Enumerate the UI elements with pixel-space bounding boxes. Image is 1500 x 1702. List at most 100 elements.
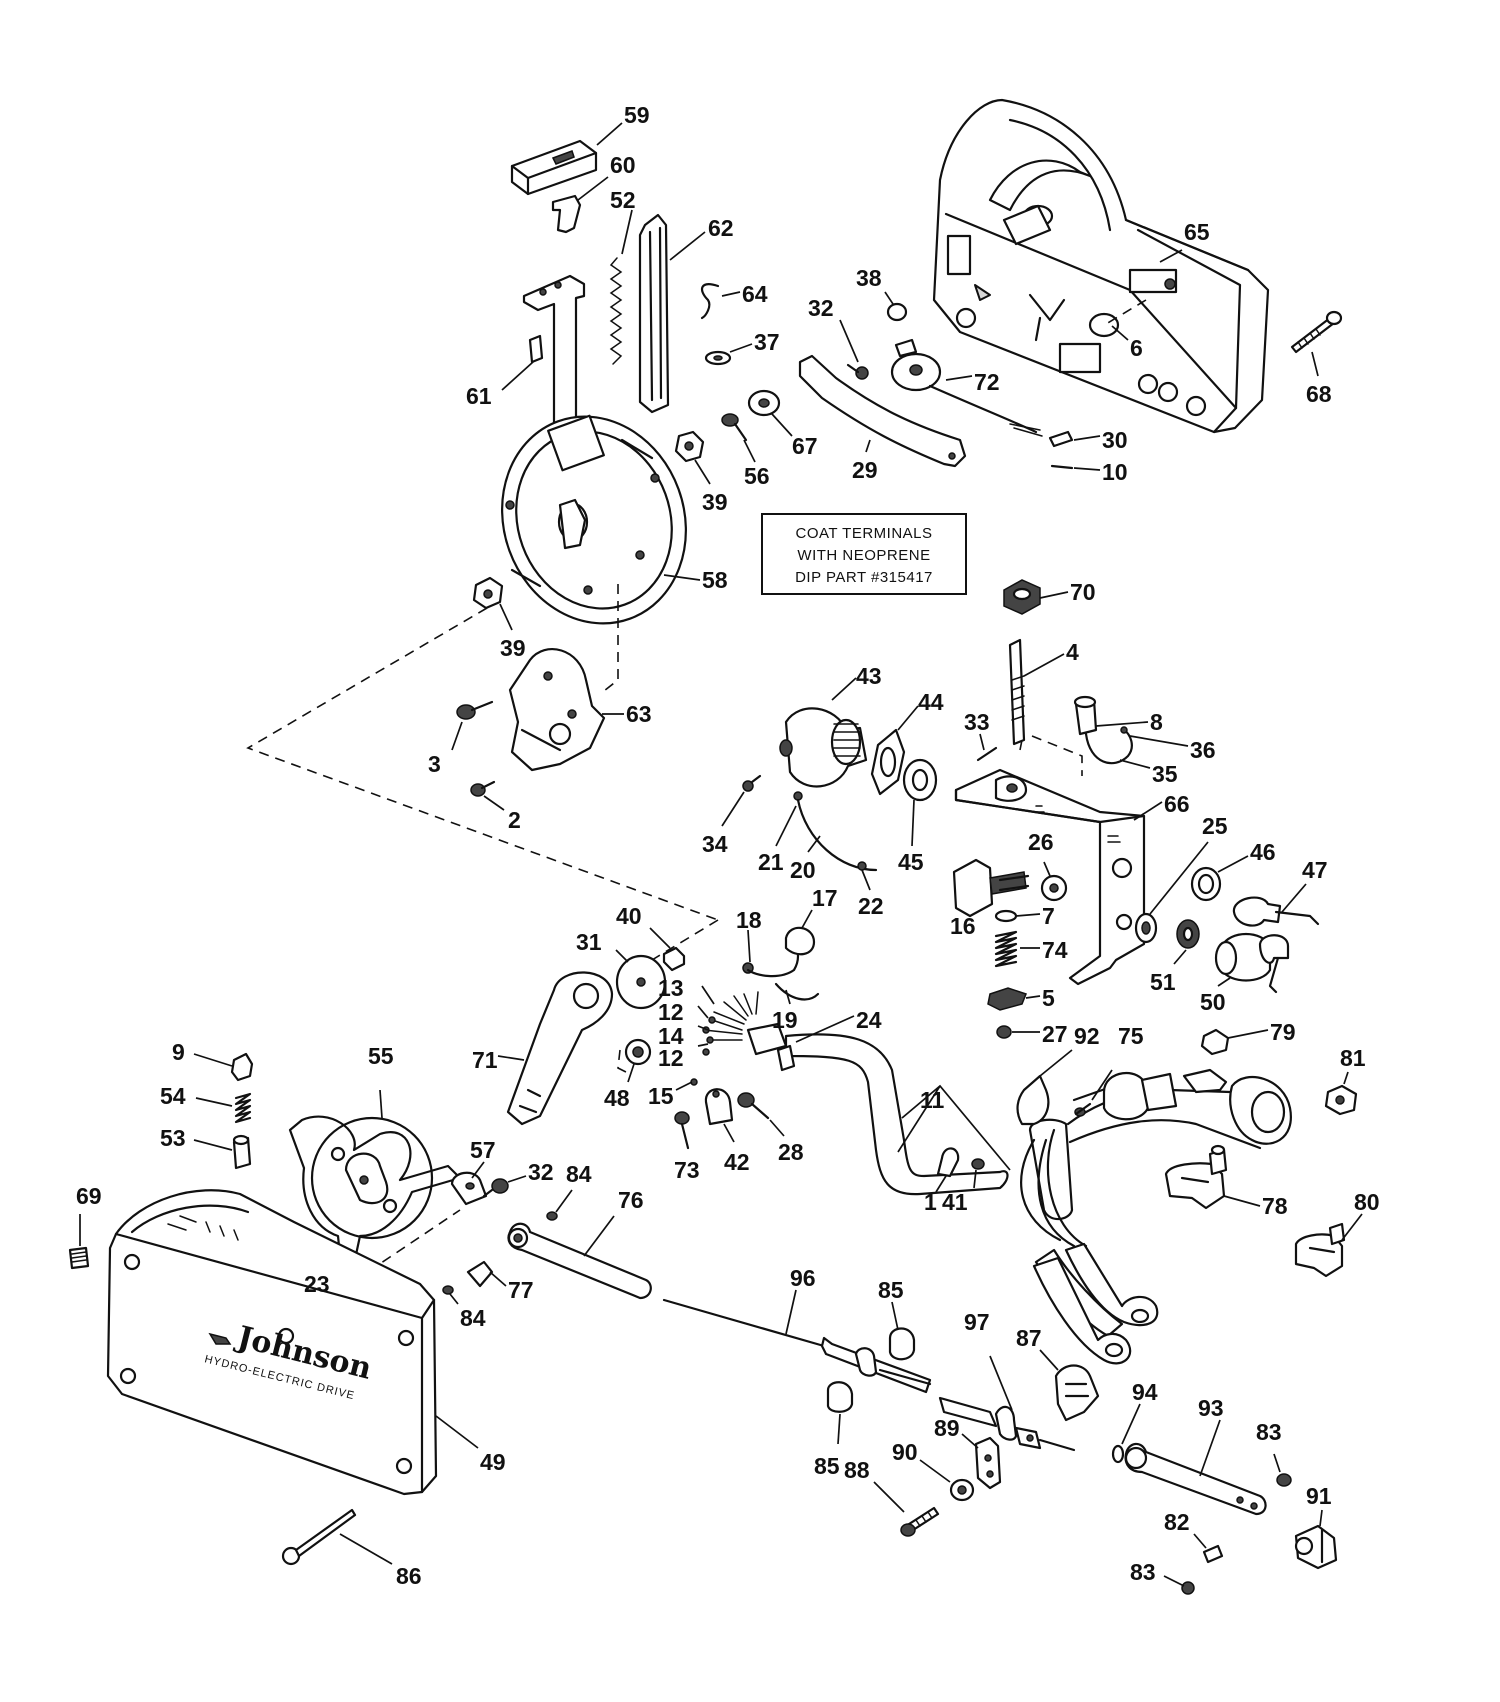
label-36: 36: [1190, 737, 1216, 763]
label-27: 27: [1042, 1021, 1068, 1047]
label-9: 9: [172, 1039, 185, 1065]
label-39-lower: 39: [500, 635, 526, 661]
part-87-cable-clamp: [1054, 1364, 1100, 1422]
part-40-plug: [662, 946, 686, 972]
label-63: 63: [626, 701, 652, 727]
label-53: 53: [160, 1125, 186, 1151]
label-50: 50: [1200, 989, 1226, 1015]
label-52: 52: [610, 187, 636, 213]
label-42: 42: [724, 1149, 750, 1175]
label-47: 47: [1302, 857, 1328, 883]
label-12-lower: 12: [658, 1045, 684, 1071]
part-19-lead-wire: [742, 926, 820, 1001]
label-22: 22: [858, 893, 884, 919]
label-30: 30: [1102, 427, 1128, 453]
label-60: 60: [610, 152, 636, 178]
part-72-switch-assembly: [890, 338, 1043, 437]
label-11: 11: [920, 1087, 945, 1113]
part-91-cable-end-clip: [1294, 1524, 1338, 1570]
label-15: 15: [648, 1083, 674, 1109]
part-39-nut-upper: [674, 430, 705, 463]
part-65-control-cover: [932, 98, 1270, 434]
label-1: 1: [924, 1189, 937, 1215]
label-88: 88: [844, 1457, 870, 1483]
part-32-screw-upper: [846, 363, 869, 380]
part-84-screw-lower: [442, 1285, 454, 1295]
note-box: COAT TERMINALS WITH NEOPRENE DIP PART #3…: [761, 513, 967, 595]
part-61-bracket-arm: [522, 274, 586, 442]
part-86-bolt: [281, 1508, 357, 1566]
label-34: 34: [702, 831, 728, 857]
part-42-clamp: [704, 1088, 734, 1126]
label-46: 46: [1250, 839, 1276, 865]
part-30-terminal-sleeve: [1048, 430, 1074, 448]
part-75-terminal-boot: [1074, 1102, 1092, 1117]
label-24: 24: [856, 1007, 882, 1033]
part-48-nut: [624, 1038, 652, 1066]
label-64: 64: [742, 281, 768, 307]
part-66-switch-bracket: [954, 768, 1146, 986]
label-35: 35: [1152, 761, 1178, 787]
part-62-slide-rail: [638, 213, 670, 414]
label-26: 26: [1028, 829, 1054, 855]
label-69: 69: [76, 1183, 102, 1209]
label-44: 44: [918, 689, 944, 715]
label-86: 86: [396, 1563, 422, 1589]
part-93-rod: [1124, 1442, 1267, 1516]
label-32-upper: 32: [808, 295, 834, 321]
label-65: 65: [1184, 219, 1210, 245]
label-8: 8: [1150, 709, 1163, 735]
part-88-bolt: [900, 1506, 940, 1537]
label-54: 54: [160, 1083, 186, 1109]
part-39-nut-lower: [472, 576, 504, 610]
part-33-pin: [976, 746, 998, 762]
label-48: 48: [604, 1085, 630, 1111]
label-79: 79: [1270, 1019, 1296, 1045]
part-25-washer: [1134, 912, 1158, 944]
part-50-key-boot: [1214, 933, 1272, 982]
part-44-hex-nut: [870, 728, 906, 796]
label-73: 73: [674, 1157, 700, 1183]
part-47-ignition-keys: [1232, 896, 1320, 994]
part-85-bushing-upper: [888, 1327, 916, 1361]
label-84-upper: 84: [566, 1161, 592, 1187]
part-89-bracket: [974, 1436, 1002, 1490]
label-56: 56: [744, 463, 770, 489]
label-16: 16: [950, 913, 976, 939]
part-85-bushing-lower: [826, 1381, 854, 1413]
label-71: 71: [472, 1047, 498, 1073]
label-43: 43: [856, 663, 882, 689]
part-9-cap: [230, 1052, 254, 1082]
part-57-clip: [450, 1171, 488, 1206]
part-70-knob: [1003, 579, 1041, 615]
label-76: 76: [618, 1187, 644, 1213]
label-23: 23: [304, 1271, 330, 1297]
label-80: 80: [1354, 1189, 1380, 1215]
part-32-screw-lower: [482, 1178, 509, 1198]
part-92-cable-clamp: [1016, 1074, 1050, 1126]
label-3: 3: [428, 751, 441, 777]
label-37: 37: [754, 329, 780, 355]
label-62: 62: [708, 215, 734, 241]
part-79-nut: [1200, 1028, 1230, 1056]
label-39-upper: 39: [702, 489, 728, 515]
part-16-toggle-switch: [952, 858, 1030, 918]
part-78-battery-clamp: [1164, 1144, 1228, 1210]
note-line-2: WITH NEOPRENE: [797, 547, 930, 564]
label-57: 57: [470, 1137, 496, 1163]
part-37-washer: [704, 350, 732, 366]
label-72: 72: [974, 369, 1000, 395]
part-51-nut: [1176, 919, 1200, 949]
label-33: 33: [964, 709, 990, 735]
part-81-nut: [1324, 1084, 1358, 1116]
part-56-screw: [721, 413, 748, 442]
part-82-pin: [1202, 1544, 1224, 1564]
part-4-stud: [1008, 638, 1026, 746]
part-63-detent-plate: [508, 648, 606, 772]
label-94: 94: [1132, 1379, 1158, 1405]
label-85-lower: 85: [814, 1453, 840, 1479]
label-20: 20: [790, 857, 816, 883]
label-29: 29: [852, 457, 878, 483]
part-69-setscrew: [68, 1246, 90, 1270]
label-75: 75: [1118, 1023, 1144, 1049]
